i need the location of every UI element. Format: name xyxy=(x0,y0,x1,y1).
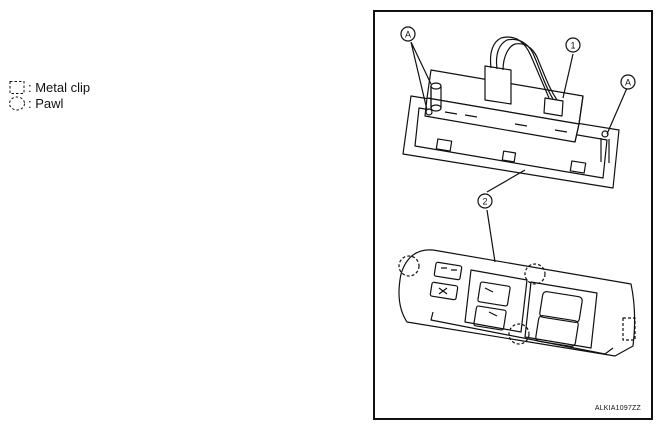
metal-clip-marker-right xyxy=(622,317,636,341)
leader-a-right xyxy=(606,87,628,135)
callout-one xyxy=(565,37,581,53)
legend: : Metal clip : Pawl xyxy=(8,79,90,111)
figure-id: ALKIA1097ZZ xyxy=(594,405,641,412)
pawl-label: : Pawl xyxy=(28,95,64,111)
callout-two xyxy=(477,193,493,209)
legend-metal-clip: : Metal clip xyxy=(8,79,90,95)
legend-pawl: : Pawl xyxy=(8,95,90,111)
pawl-icon xyxy=(9,96,25,110)
leader-a-left xyxy=(410,41,432,111)
callout-a-right-label: A xyxy=(625,78,631,88)
diagram-frame: A A 1 2 ALKIA1097ZZ xyxy=(373,10,653,420)
leader-two-up xyxy=(486,169,526,193)
pawl-marker-top xyxy=(524,263,546,285)
pawl-markers xyxy=(398,255,636,345)
pawl-marker-bottom xyxy=(508,323,530,345)
callout-a-left-label: A xyxy=(405,30,411,40)
switch-assembly-upper xyxy=(402,36,620,189)
callout-a-right xyxy=(620,74,636,90)
metal-clip-icon xyxy=(9,80,25,94)
switch-bezel-lower xyxy=(398,249,636,357)
metal-clip-label: : Metal clip xyxy=(28,79,91,95)
callout-a-left xyxy=(400,26,416,42)
switch-removal-diagram: A A 1 2 xyxy=(398,26,636,357)
leader-one xyxy=(562,53,574,99)
callout-two-label: 2 xyxy=(482,197,487,207)
callout-one-label: 1 xyxy=(570,41,575,51)
pawl-marker-left xyxy=(398,255,420,277)
leader-two-down xyxy=(486,209,496,263)
